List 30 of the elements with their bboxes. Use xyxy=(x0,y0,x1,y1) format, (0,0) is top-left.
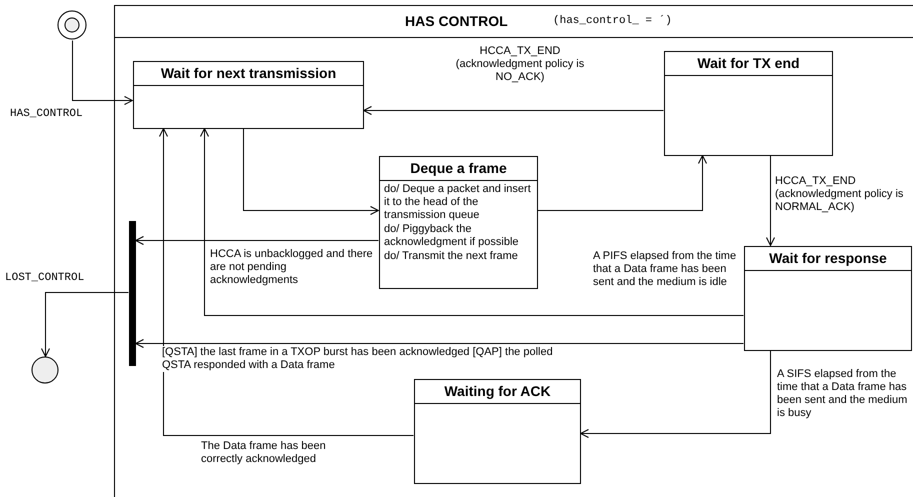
state-title: Deque a frame xyxy=(410,160,507,176)
edge-label: HCCA_TX_END (acknowledgment policy is NO_ACK) xyxy=(455,45,585,84)
transition-arrow xyxy=(159,128,414,436)
transition-arrow xyxy=(135,236,379,245)
final-state xyxy=(31,356,59,384)
state-title: Wait for response xyxy=(769,250,887,266)
sync-bar xyxy=(129,221,136,366)
state-title: Wait for TX end xyxy=(697,55,800,71)
activity-text: do/ Transmit the next frame xyxy=(384,250,519,263)
state-title: Waiting for ACK xyxy=(444,383,551,399)
state-box xyxy=(744,246,912,351)
state-title: HAS CONTROL xyxy=(405,13,508,29)
state-box xyxy=(414,379,581,484)
transition-arrow xyxy=(766,155,775,246)
edge-label: HCCA is unbacklogged and there are not pending acknowledgments xyxy=(210,248,375,287)
state-title: Wait for next transmission xyxy=(160,65,336,81)
transition-arrow xyxy=(41,292,129,357)
state-box xyxy=(133,61,364,129)
transition-arrow xyxy=(243,128,379,215)
state-box xyxy=(379,156,538,289)
transition-arrow xyxy=(580,350,771,438)
state-box xyxy=(664,51,833,156)
transition-arrow xyxy=(363,106,664,115)
initial-state xyxy=(57,10,87,40)
transition-arrow xyxy=(537,155,707,211)
transition-arrow xyxy=(200,128,744,316)
transition-arrow xyxy=(135,339,744,348)
transition-arrow xyxy=(72,40,133,105)
composite-state-frame xyxy=(114,5,913,497)
state-condition: (has_control_ = ´) xyxy=(553,15,672,27)
